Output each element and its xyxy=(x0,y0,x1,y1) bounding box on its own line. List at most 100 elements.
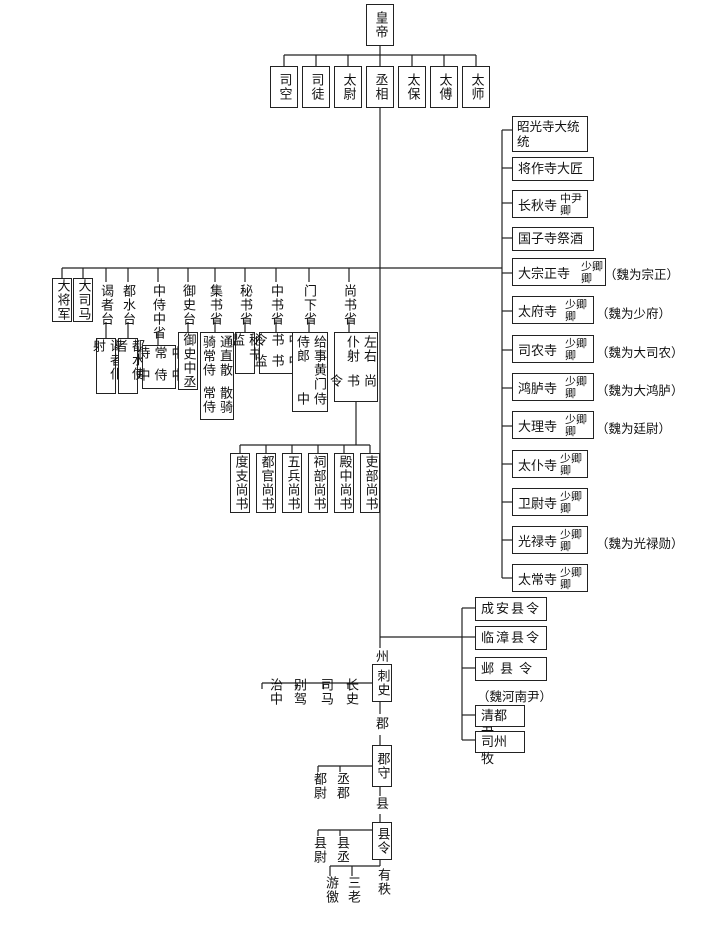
minister-honglu-sub: 卿 xyxy=(565,387,576,400)
minister-taipu: 太仆寺 少卿 卿 xyxy=(512,450,588,478)
minister-zhaoguang-label: 昭光寺大统统 xyxy=(517,119,580,149)
minister-jiangzuo-label: 将作寺大匠 xyxy=(518,162,584,177)
xiang-staff-youjiao: 游徼 xyxy=(323,876,338,904)
jishu-officials-box: 散骑常侍 通直散骑常侍 xyxy=(200,332,234,420)
yushi-tai-label: 御史台 xyxy=(180,284,195,326)
xiang-staff-youzhi: 有秩 xyxy=(375,868,390,896)
sizhou-mu-box: 司州牧 xyxy=(475,731,525,767)
minister-weiwei-label: 卫尉寺 xyxy=(518,497,558,512)
minister-honglu: 鸿胪寺 少卿 卿 xyxy=(512,373,594,401)
board-duzhi: 度支尚书 xyxy=(230,453,250,513)
minister-sinong-note: （魏为大司农） xyxy=(596,345,684,360)
jun-staff-duwei: 都尉 xyxy=(311,772,326,800)
minister-taifu-label: 太府寺 xyxy=(518,305,558,320)
minister-zongzheng-label: 大宗正寺 xyxy=(518,267,571,282)
board-cibu: 祠部尚书 xyxy=(308,453,328,513)
zhongchangshi-label: 中常侍 xyxy=(134,346,184,360)
zhou-staff-zhangshi: 长史 xyxy=(343,678,358,706)
minister-weiwei-sup: 少卿 xyxy=(560,490,582,503)
general-dasima: 大司马 xyxy=(73,278,93,322)
excellency-taishi: 太师 xyxy=(462,66,490,108)
qingdu-yin-box: 清都尹 xyxy=(475,705,525,741)
jishi-huangmen-shilang-label: 给事黄门侍郎 xyxy=(294,335,326,391)
xian-staff-xianwei: 县尉 xyxy=(311,836,326,864)
minister-guozi: 国子寺祭酒 xyxy=(512,227,594,251)
excellency-sikong: 司空 xyxy=(270,66,298,108)
board-dianzhong: 殿中尚书 xyxy=(334,453,354,513)
minister-taichang-label: 太常寺 xyxy=(518,573,558,588)
minister-weiwei-sub: 卿 xyxy=(560,502,571,515)
zhongshu-officials-box: 中书监 中书令 xyxy=(252,332,301,374)
jishu-sheng-label: 集书省 xyxy=(207,284,222,326)
board-duguan: 都官尚书 xyxy=(256,453,276,513)
sizhou-mu-label: 司州牧 xyxy=(481,735,508,767)
minister-weiwei: 卫尉寺 少卿 卿 xyxy=(512,488,588,516)
minister-honglu-label: 鸿胪寺 xyxy=(518,382,558,397)
minister-guanglu-note: （魏为光禄勋） xyxy=(596,536,684,551)
county-chengan: 成安县令 xyxy=(475,597,547,621)
minister-taifu-sub: 卿 xyxy=(565,310,576,323)
shangshu-ling-label: 尚书令 xyxy=(327,374,376,388)
menxia-sheng-label: 门下省 xyxy=(301,284,316,326)
minister-taifu-sup: 少卿 xyxy=(565,298,587,311)
minister-changqiu-sub: 卿 xyxy=(560,204,571,217)
shangshu-sheng-label: 尚书省 xyxy=(341,284,356,326)
county-ye: 邺县令 xyxy=(475,657,547,681)
mishu-sheng-label: 秘书省 xyxy=(237,284,252,326)
minister-guanglu-label: 光禄寺 xyxy=(518,535,558,550)
cishi-box: 刺史 xyxy=(372,664,392,702)
zhongshi-officials-box: 中侍中 中常侍 xyxy=(135,345,184,389)
minister-jiangzuo: 将作寺大匠 xyxy=(512,157,594,181)
jun-label: 郡 xyxy=(376,717,390,732)
excellency-taiwei: 太尉 xyxy=(334,66,362,108)
minister-taipu-sub: 卿 xyxy=(560,464,571,477)
jun-staff-chengjun: 丞郡 xyxy=(334,772,349,800)
xian-label: 县 xyxy=(376,797,390,812)
zhou-staff-zhizhong: 治中 xyxy=(267,678,282,706)
minister-guanglu: 光禄寺 少卿 卿 xyxy=(512,526,588,554)
shangshu-officials-box: 尚书令 左右仆射 xyxy=(327,332,378,402)
zhongshu-sheng-label: 中书省 xyxy=(268,284,283,326)
excellency-taifu: 太傅 xyxy=(430,66,458,108)
minister-dali-sub: 卿 xyxy=(565,425,576,438)
zhou-staff-sima: 司马 xyxy=(318,678,333,706)
sanqi-changshi-label: 散骑常侍 xyxy=(200,385,232,414)
shizhong-label: 侍中 xyxy=(294,392,326,407)
minister-sinong: 司农寺 少卿 卿 xyxy=(512,335,594,363)
board-libu: 吏部尚书 xyxy=(360,453,380,513)
henan-note: （魏河南尹） xyxy=(477,689,553,704)
yezhe-tai-label: 谒者台 xyxy=(98,284,113,326)
minister-taifu-note: （魏为少府） xyxy=(596,306,672,321)
minister-zongzheng: 大宗正寺 少卿 卿 xyxy=(512,258,606,286)
minister-dali-sup: 少卿 xyxy=(565,413,587,426)
minister-dali: 大理寺 少卿 卿 xyxy=(512,411,594,439)
minister-sinong-label: 司农寺 xyxy=(518,344,558,359)
minister-zongzheng-sup: 少卿 xyxy=(581,260,603,273)
zhou-label: 州 xyxy=(376,650,390,665)
minister-dali-note: （魏为廷尉） xyxy=(596,421,672,436)
minister-honglu-note: （魏为大鸿胪） xyxy=(596,383,684,398)
minister-changqiu-label: 长秋寺 xyxy=(518,199,558,214)
zuoyou-pushe-label: 左右仆射 xyxy=(344,335,376,363)
minister-taichang-sub: 卿 xyxy=(560,578,571,591)
menxia-officials-box: 侍中 给事黄门侍郎 xyxy=(292,332,328,412)
minister-taifu: 太府寺 少卿 卿 xyxy=(512,296,594,324)
junshou-box: 郡守 xyxy=(372,745,392,787)
minister-guozi-label: 国子寺祭酒 xyxy=(518,232,584,247)
minister-taipu-label: 太仆寺 xyxy=(518,459,558,474)
general-dajiangjun: 大将军 xyxy=(52,278,72,322)
emperor-box: 皇帝 xyxy=(366,4,394,46)
minister-changqiu: 长秋寺 中尹 卿 xyxy=(512,190,588,218)
minister-taichang-sup: 少卿 xyxy=(560,566,582,579)
excellency-situ: 司徒 xyxy=(302,66,330,108)
minister-honglu-sup: 少卿 xyxy=(565,375,587,388)
minister-zhaoguang: 昭光寺大统统 xyxy=(512,116,588,152)
yushi-zhongcheng-box: 御史中丞 xyxy=(178,332,198,390)
xian-staff-xiancheng: 县丞 xyxy=(334,836,349,864)
chancellor-box: 丞相 xyxy=(366,66,394,108)
minister-taichang: 太常寺 少卿 卿 xyxy=(512,564,588,592)
county-linzhang: 临漳县令 xyxy=(475,626,547,650)
zhongshizhong-label: 中侍中 xyxy=(134,367,184,382)
xiang-staff-sanlao: 三老 xyxy=(345,876,360,904)
